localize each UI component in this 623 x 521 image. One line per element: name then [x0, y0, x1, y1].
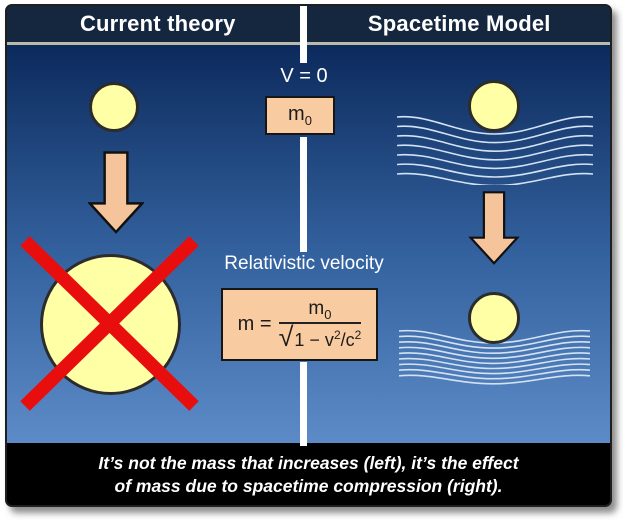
relativistic-mass-formula: m = m0 √ 1 − v2/c2: [238, 298, 362, 352]
header-bar: Current theory Spacetime Model: [7, 6, 610, 42]
formula-denominator-text: 1 − v2/c2: [294, 328, 362, 351]
velocity-arrow-right-icon: [468, 191, 520, 265]
spacetime-fabric-top-icon: [397, 115, 593, 185]
mass-ball-on-fabric-icon: [468, 80, 520, 132]
formula-numerator: m0: [278, 298, 362, 325]
mass-ball-icon: [89, 82, 139, 132]
relativistic-velocity-label: Relativistic velocity: [224, 253, 384, 274]
diagram-card: Current theory Spacetime Model It’s not …: [5, 4, 612, 507]
rejection-cross-icon: [20, 236, 199, 411]
formula-fraction: m0 √ 1 − v2/c2: [278, 298, 362, 352]
velocity-zero-label: V = 0: [280, 65, 328, 87]
radical-sign-icon: √: [278, 322, 294, 353]
right-column-title: Spacetime Model: [367, 11, 551, 36]
rest-mass-box: m0: [265, 96, 335, 135]
column-divider-bottom: [300, 362, 307, 446]
header-separator: [7, 42, 610, 45]
velocity-arrow-icon: [88, 151, 144, 234]
caption-line-2: of mass due to spacetime compression (ri…: [114, 476, 503, 496]
mass-ball-compressing-fabric-icon: [468, 292, 520, 344]
caption-bar: It’s not the mass that increases (left),…: [7, 443, 610, 505]
column-divider-top: [300, 6, 307, 63]
formula-denominator: √ 1 − v2/c2: [279, 324, 362, 351]
formula-lhs: m =: [237, 312, 272, 335]
relativistic-mass-formula-box: m = m0 √ 1 − v2/c2: [221, 288, 378, 361]
column-divider-middle: [300, 137, 307, 252]
left-column-title: Current theory: [79, 11, 236, 36]
rest-mass-symbol: m0: [288, 103, 312, 128]
spacetime-fabric-compressed-icon: [399, 329, 590, 385]
caption-line-1: It’s not the mass that increases (left),…: [98, 453, 519, 473]
